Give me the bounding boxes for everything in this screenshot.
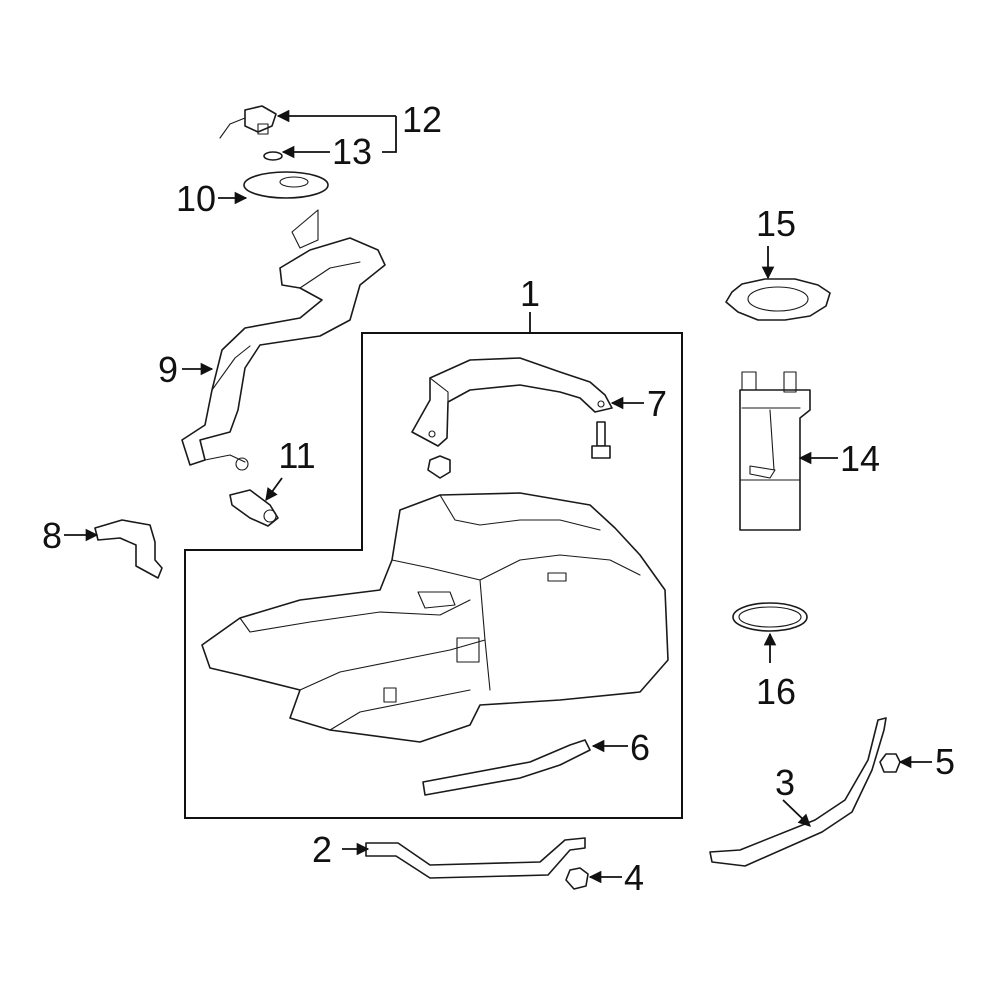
callout-1: 1	[520, 273, 540, 314]
strap-6[interactable]	[422, 739, 591, 796]
bracket-nut[interactable]	[427, 455, 451, 479]
bracket-bolt[interactable]	[591, 421, 611, 459]
callout-12: 12	[402, 99, 442, 140]
filler-pipe[interactable]	[181, 209, 386, 471]
cap-ring-10[interactable]	[243, 171, 329, 199]
callout-6: 6	[630, 727, 650, 768]
fuel-pump-module[interactable]	[739, 371, 811, 531]
callout-5: 5	[935, 741, 955, 782]
seal-16[interactable]	[732, 602, 808, 632]
fuel-cap-12[interactable]	[219, 105, 277, 139]
callout-8: 8	[42, 515, 62, 556]
callout-13: 13	[332, 131, 372, 172]
tank-shield-bracket[interactable]	[411, 357, 613, 447]
nut-4[interactable]	[565, 867, 589, 890]
valve-11[interactable]	[229, 489, 279, 527]
callout-7: 7	[647, 383, 667, 424]
callout-9: 9	[158, 349, 178, 390]
callout-14: 14	[840, 438, 880, 479]
callout-4: 4	[624, 857, 644, 898]
lock-ring-15[interactable]	[725, 278, 831, 321]
strap-3[interactable]	[709, 717, 887, 867]
assembly-frame	[184, 332, 683, 819]
callout-11: 11	[278, 435, 315, 476]
leader-lines	[64, 109, 932, 884]
callout-2: 2	[312, 829, 332, 870]
strap-2[interactable]	[365, 837, 586, 879]
callout-16: 16	[756, 671, 796, 712]
nut-5[interactable]	[879, 753, 901, 773]
callout-3: 3	[775, 762, 795, 803]
gasket-13[interactable]	[263, 151, 283, 161]
bracket-8[interactable]	[94, 519, 163, 579]
callout-10: 10	[176, 178, 216, 219]
callout-15: 15	[756, 203, 796, 244]
fuel-tank[interactable]	[201, 492, 669, 743]
